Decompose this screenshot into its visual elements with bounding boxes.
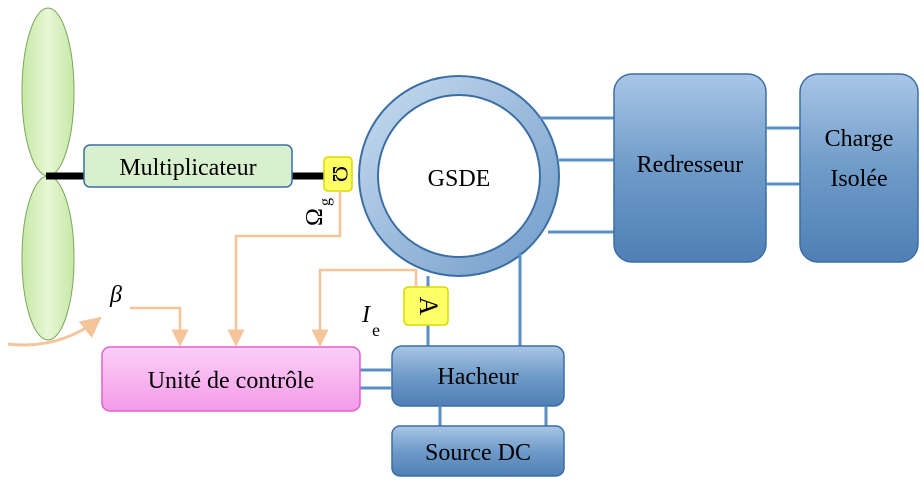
gsde-label: GSDE: [428, 166, 491, 192]
source-dc-block: [391, 425, 565, 477]
gsde-rotor: [377, 94, 541, 258]
redresseur-label: Redresseur: [637, 152, 744, 178]
hacheur-block: [391, 345, 565, 407]
omega-symbol: Ω: [302, 208, 328, 226]
beta-signal-line: [130, 306, 189, 347]
multiplicateur-block: [83, 144, 293, 188]
current-symbol: I: [361, 302, 371, 328]
source-dc-label: Source DC: [425, 440, 531, 466]
unite-controle-block: [101, 346, 361, 412]
current-subscript: e: [372, 320, 380, 340]
current-sensor-box: [403, 286, 449, 326]
hacheur-label: Hacheur: [437, 364, 518, 390]
charge-isolee-block: [799, 73, 919, 263]
turbine-blade-top: [21, 7, 75, 177]
charge-label-line2: Isolée: [830, 166, 887, 192]
current-signal-line: [311, 268, 418, 347]
omega-g-label: Ω g: [302, 198, 334, 226]
speed-sensor-box: [323, 156, 353, 192]
unite-controle-label: Unité de contrôle: [148, 368, 315, 394]
omega-subscript: g: [317, 198, 334, 206]
turbine-blade-bottom: [21, 175, 75, 341]
multiplicateur-label: Multiplicateur: [119, 155, 256, 181]
current-sensor-icon: A: [414, 297, 443, 316]
charge-label-line1: Charge: [825, 126, 894, 152]
beta-symbol: β: [109, 282, 122, 308]
speed-signal-line: [227, 191, 342, 347]
speed-sensor-icon: Ω: [328, 166, 353, 182]
wind-arrow: [7, 316, 102, 347]
redresseur-block: [613, 73, 767, 263]
